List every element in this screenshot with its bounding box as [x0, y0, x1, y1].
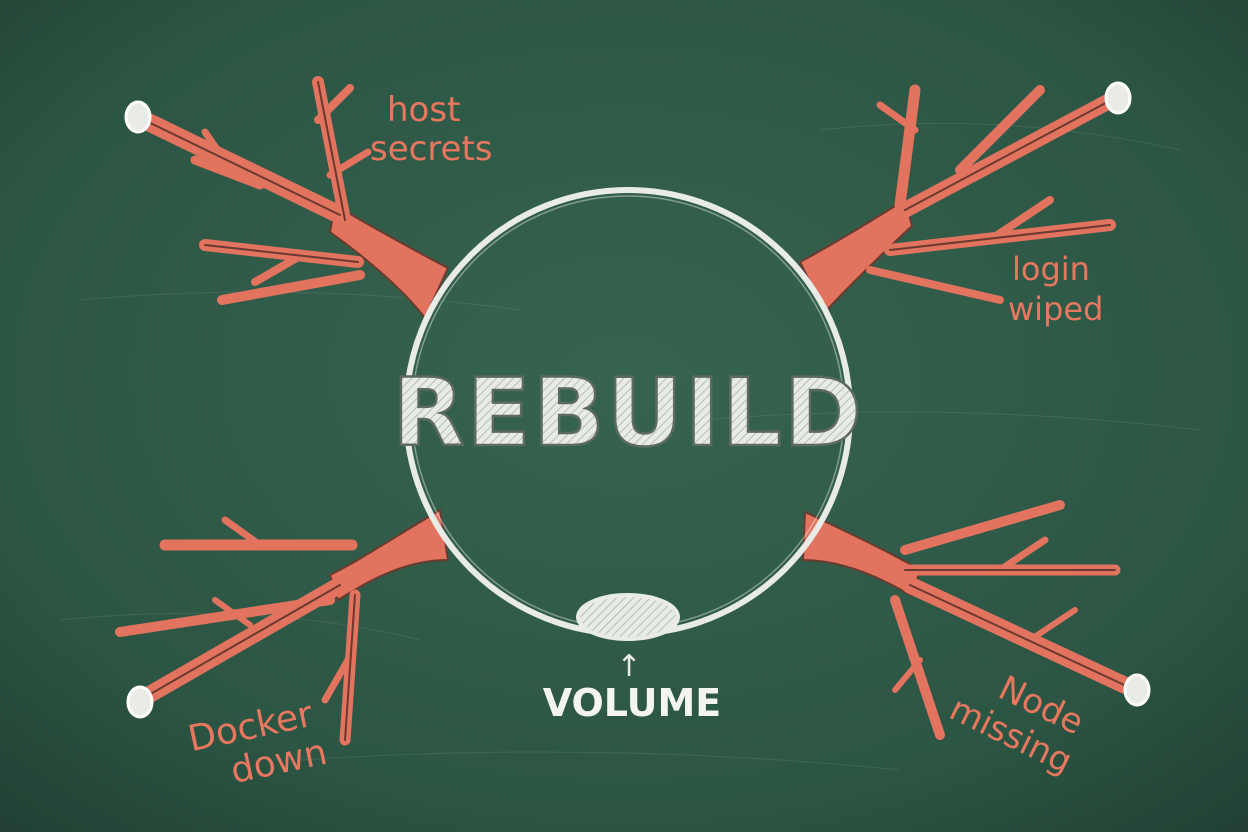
- branch-cut-end: [1123, 673, 1151, 707]
- center-label: REBUILD: [392, 359, 863, 468]
- branch-trunk: [328, 508, 450, 602]
- branch-trunk: [328, 203, 450, 320]
- volume-label: VOLUME: [543, 681, 722, 725]
- branch-limb-outlines: [139, 584, 356, 741]
- branch-trunk: [798, 198, 914, 314]
- label-top-left-line1: host: [387, 90, 460, 130]
- branch-bottom-left: [115, 508, 450, 746]
- branch-limb-outlines: [889, 97, 1116, 251]
- branch-limb-outlines: [139, 81, 359, 263]
- branch-bottom-right: [801, 500, 1151, 740]
- label-top-right: login wiped: [1008, 250, 1103, 328]
- branch-cut-end: [126, 685, 154, 719]
- branch-limb-outlines: [904, 569, 1136, 691]
- volume-arrow: ↑: [616, 649, 641, 684]
- label-top-right-line2: wiped: [1008, 290, 1103, 328]
- branch-cut-end: [1104, 81, 1132, 115]
- volume-node: [576, 593, 680, 641]
- label-top-left: host secrets: [370, 90, 493, 169]
- branch-top-left: [124, 76, 450, 320]
- label-top-right-line1: login: [1012, 250, 1090, 288]
- label-top-left-line2: secrets: [370, 129, 493, 169]
- branch-cut-end: [124, 100, 152, 134]
- branch-top-right: [798, 81, 1132, 314]
